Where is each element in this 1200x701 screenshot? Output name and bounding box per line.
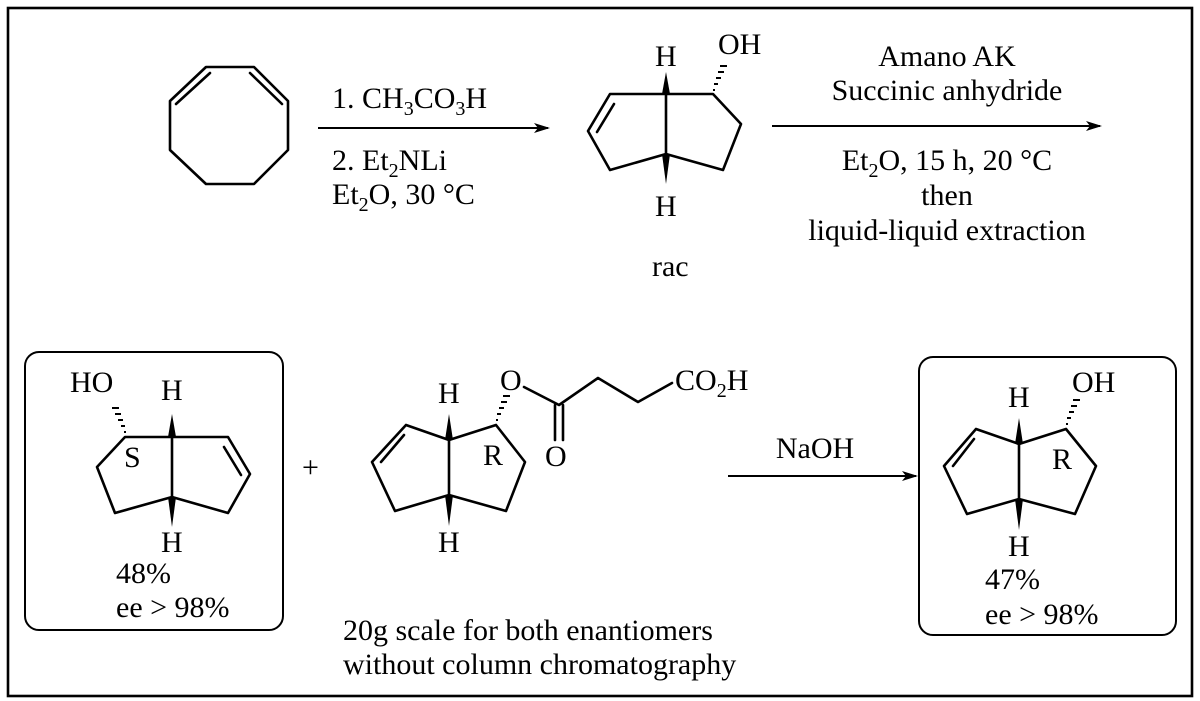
step1-reagent-1: 1. CH3CO3H	[332, 82, 487, 120]
step1-reagent-2: 2. Et2NLi	[332, 144, 447, 182]
ester-h-top: H	[438, 377, 460, 410]
product-s-h-bottom: H	[161, 526, 183, 559]
ester-oxygen: O	[500, 364, 522, 397]
product-s-yield: 48%	[116, 557, 171, 590]
ester-h-bottom: H	[438, 526, 460, 559]
footnote-line-2: without column chromatography	[343, 648, 736, 681]
product-r-ee: ee > 98%	[985, 598, 1099, 631]
product-r-yield: 47%	[985, 563, 1040, 596]
product-s-h-top: H	[161, 374, 183, 407]
product-r-h-bottom: H	[1008, 530, 1030, 563]
ester-stereo-label: R	[483, 439, 503, 472]
step2-workup: liquid-liquid extraction	[808, 214, 1085, 247]
racemate-oh: OH	[718, 28, 761, 61]
product-r-structure: H H OH R	[942, 366, 1115, 563]
product-r-oh: OH	[1072, 366, 1115, 399]
product-r-h-top: H	[1008, 381, 1030, 414]
racemate-h-top: H	[655, 40, 677, 73]
product-s-ee: ee > 98%	[116, 591, 230, 624]
step1-conditions: Et2O, 30 °C	[332, 178, 475, 216]
product-s-oh: HO	[70, 366, 113, 399]
step3-reagent: NaOH	[776, 432, 854, 465]
ester-carbonyl-oxygen: O	[545, 440, 567, 473]
step2-enzyme: Amano AK	[878, 40, 1016, 73]
footnote-line-1: 20g scale for both enantiomers	[343, 614, 713, 647]
ester-structure: H H R O O CO2H	[370, 364, 748, 559]
product-r-stereo-label: R	[1052, 443, 1072, 476]
product-s-stereo-label: S	[124, 441, 141, 474]
plus-sign: +	[302, 451, 319, 484]
ester-acid-group: CO2H	[675, 364, 748, 402]
step2-then: then	[921, 179, 973, 212]
product-s-box	[24, 351, 284, 631]
scheme-frame	[6, 6, 1194, 698]
product-r-box	[918, 356, 1177, 636]
cyclooctadiene-structure	[168, 65, 290, 186]
racemate-label: rac	[652, 250, 689, 283]
step2-reagent: Succinic anhydride	[832, 74, 1063, 107]
racemic-alcohol-structure: H H OH	[586, 28, 761, 223]
step2-conditions: Et2O, 15 h, 20 °C	[842, 144, 1052, 182]
product-s-structure: HO H H S	[70, 366, 252, 559]
racemate-h-bottom: H	[655, 190, 677, 223]
